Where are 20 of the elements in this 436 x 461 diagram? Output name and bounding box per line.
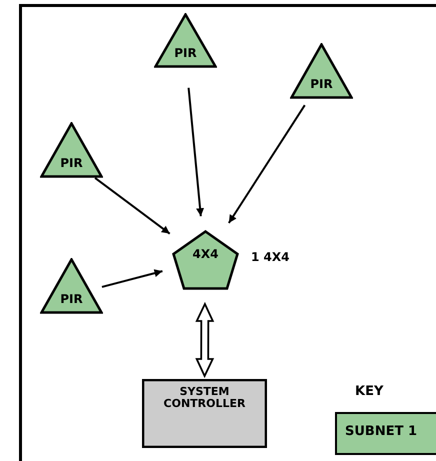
hub-pentagon <box>172 230 239 290</box>
arrow <box>102 269 163 288</box>
controller-box <box>142 379 267 448</box>
node-label: 4X4 <box>192 248 220 260</box>
node-label: PIR <box>309 78 334 90</box>
key-heading: KEY <box>355 384 384 399</box>
arrow <box>188 88 204 216</box>
node-caption: 1 4X4 <box>251 250 290 264</box>
legend-swatch: SUBNET 1 <box>335 412 436 455</box>
sensor-triangle <box>154 13 217 68</box>
arrow <box>228 104 306 224</box>
arrow <box>94 177 170 234</box>
sensor-triangle <box>40 122 103 178</box>
node-label: PIR <box>173 47 198 59</box>
sensor-triangle <box>40 258 103 314</box>
node-label: PIR <box>59 293 84 305</box>
double-arrow <box>195 302 214 378</box>
node-label: SYSTEM CONTROLLER <box>162 386 246 410</box>
sensor-triangle <box>290 43 353 99</box>
node-label: PIR <box>59 157 84 169</box>
